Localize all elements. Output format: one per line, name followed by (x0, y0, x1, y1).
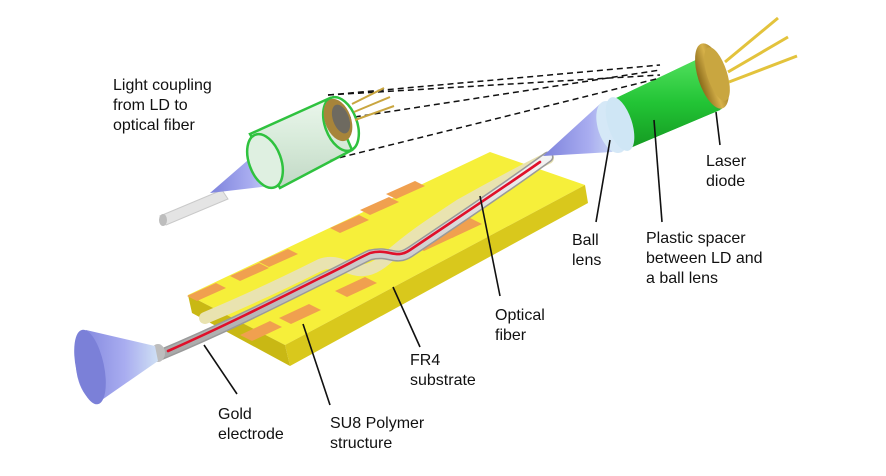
label-light-coupling-line1: Light coupling (113, 77, 212, 94)
label-fr4-substrate-line2: substrate (410, 372, 476, 389)
label-plastic-spacer-line3: a ball lens (646, 270, 719, 287)
label-su8-structure-line1: SU8 Polymer (330, 415, 425, 432)
laser-diode-shape (695, 16, 798, 109)
label-su8-structure: SU8 Polymer structure (330, 414, 424, 454)
label-light-coupling-line3: optical fiber (113, 117, 195, 134)
label-plastic-spacer: Plastic spacer between LD and a ball len… (646, 229, 763, 289)
label-laser-diode-line1: Laser (706, 153, 747, 170)
label-gold-electrode-line1: Gold (218, 406, 252, 423)
su8-polymer-shape (199, 152, 554, 324)
leader-ball-lens (595, 139, 611, 223)
label-fr4-substrate-line1: FR4 (410, 352, 441, 369)
label-plastic-spacer-line2: between LD and (646, 250, 763, 267)
leader-plastic-spacer (653, 119, 663, 223)
leader-lines (203, 111, 721, 406)
label-fr4-substrate: FR4 substrate (410, 351, 476, 391)
coupling-inset (159, 64, 661, 226)
label-ball-lens-line1: Ball (572, 232, 599, 249)
label-plastic-spacer-line1: Plastic spacer (646, 230, 746, 247)
label-light-coupling: Light coupling from LD to optical fiber (113, 76, 212, 136)
label-optical-fiber-line1: Optical (495, 307, 545, 324)
label-gold-electrode-line2: electrode (218, 426, 284, 443)
gold-electrodes (187, 181, 482, 341)
label-laser-diode: Laser diode (706, 152, 746, 192)
leader-su8-structure (302, 323, 331, 406)
label-laser-diode-line2: diode (706, 173, 746, 190)
optical-fiber-shape (154, 151, 554, 361)
left-lens-cone (74, 329, 165, 405)
leader-gold-electrode (203, 344, 238, 395)
label-ball-lens-line2: lens (572, 252, 602, 269)
label-su8-structure-line2: structure (330, 435, 393, 452)
label-optical-fiber-line2: fiber (495, 327, 527, 344)
label-light-coupling-line2: from LD to (113, 97, 188, 114)
label-gold-electrode: Gold electrode (218, 405, 284, 445)
leader-optical-fiber (479, 195, 501, 297)
label-ball-lens: Ball lens (572, 231, 601, 271)
leader-fr4-substrate (392, 286, 421, 348)
leader-laser-diode (715, 111, 721, 146)
label-optical-fiber: Optical fiber (495, 306, 545, 346)
